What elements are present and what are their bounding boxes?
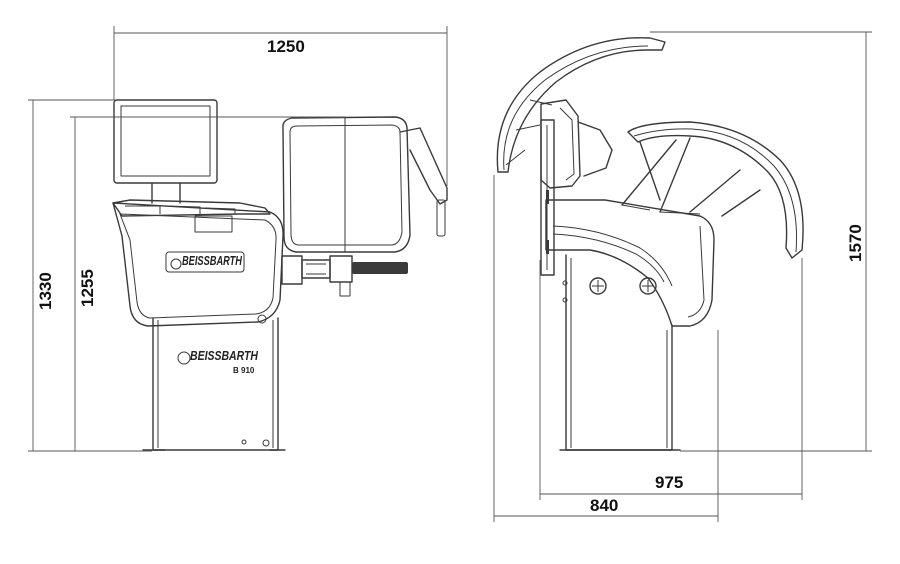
front-housing	[112, 202, 284, 327]
front-wheel-guard	[282, 116, 411, 253]
side-detail-a	[562, 280, 568, 286]
side-mast-clamp	[546, 190, 549, 204]
dim-1255-label: 1255	[78, 269, 97, 307]
side-housing	[545, 199, 715, 327]
dim-840-line	[493, 175, 719, 522]
dim-1570-label: 1570	[846, 224, 865, 262]
side-fastener-left-cross	[592, 280, 604, 292]
front-pedestal-inner	[157, 320, 274, 448]
side-housing-inner-edge	[687, 225, 705, 318]
side-monitor-bracket	[577, 121, 613, 177]
side-detail-b	[562, 297, 568, 303]
front-tray-compartments	[125, 205, 236, 233]
side-monitor	[540, 99, 581, 189]
side-monitor-inner	[559, 107, 575, 181]
side-front-guard-inner	[633, 128, 797, 253]
side-fastener-right-cross	[642, 280, 654, 292]
front-logo-plate	[165, 251, 245, 273]
side-front-guard-frame	[621, 204, 701, 215]
front-hub-flange	[281, 255, 303, 285]
side-mast-clamp-low	[546, 240, 549, 254]
side-guard-arc-outer	[496, 37, 666, 173]
side-housing-inner	[552, 225, 673, 287]
dim-975-line	[539, 258, 803, 500]
front-monitor-stand	[151, 182, 181, 204]
front-guard-handle	[436, 199, 446, 237]
dim-840-label: 840	[590, 496, 618, 515]
front-leveler	[241, 439, 247, 445]
side-guard-arc-inner	[503, 45, 649, 171]
front-view: BEISSBARTH BEISSBARTH B 910 1250 1330 12…	[28, 26, 448, 452]
side-view: 1570 975 840	[493, 31, 872, 522]
side-fastener-left	[589, 277, 607, 295]
front-pedestal	[152, 317, 279, 451]
pedestal-logo-mark	[177, 351, 191, 365]
side-guard-arc-struts	[505, 99, 553, 166]
front-logo-mark	[170, 258, 182, 270]
front-guard-arm	[399, 127, 448, 205]
pedestal-logo-text: BEISSBARTH	[190, 348, 258, 363]
front-pedal	[257, 314, 267, 324]
front-tray	[112, 199, 271, 217]
side-mast	[540, 119, 555, 276]
front-logo-text: BEISSBARTH	[182, 253, 242, 268]
dim-975-label: 975	[655, 473, 683, 492]
front-shaft	[352, 262, 408, 274]
front-wheel-guard-inner	[289, 124, 403, 246]
dim-1255-line	[70, 116, 345, 451]
side-front-guard-struts	[621, 137, 761, 217]
dim-1250-line	[113, 26, 448, 186]
front-hub-body	[301, 259, 331, 279]
pedestal-model-text: B 910	[233, 366, 255, 375]
dim-1570-line	[650, 31, 872, 452]
front-monitor-screen	[120, 105, 211, 177]
dim-1330-line	[28, 99, 152, 452]
front-monitor	[113, 99, 218, 184]
dim-1330-label: 1330	[36, 272, 55, 310]
dim-1250-label: 1250	[267, 37, 305, 56]
front-hub-detail	[306, 263, 351, 297]
side-front-guard-outer	[627, 121, 804, 259]
side-cabinet-inner	[570, 258, 668, 448]
front-housing-inner	[119, 213, 277, 319]
front-screw	[262, 439, 270, 447]
front-hub-cone	[329, 255, 353, 283]
